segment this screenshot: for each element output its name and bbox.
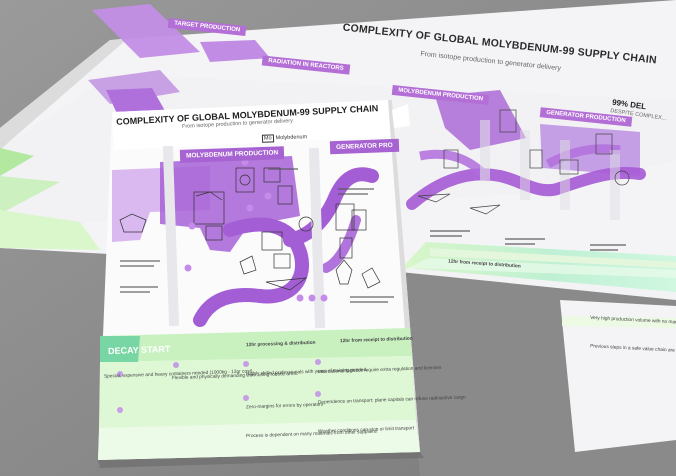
phase-generator-production: GENERATOR PRO <box>329 138 400 155</box>
